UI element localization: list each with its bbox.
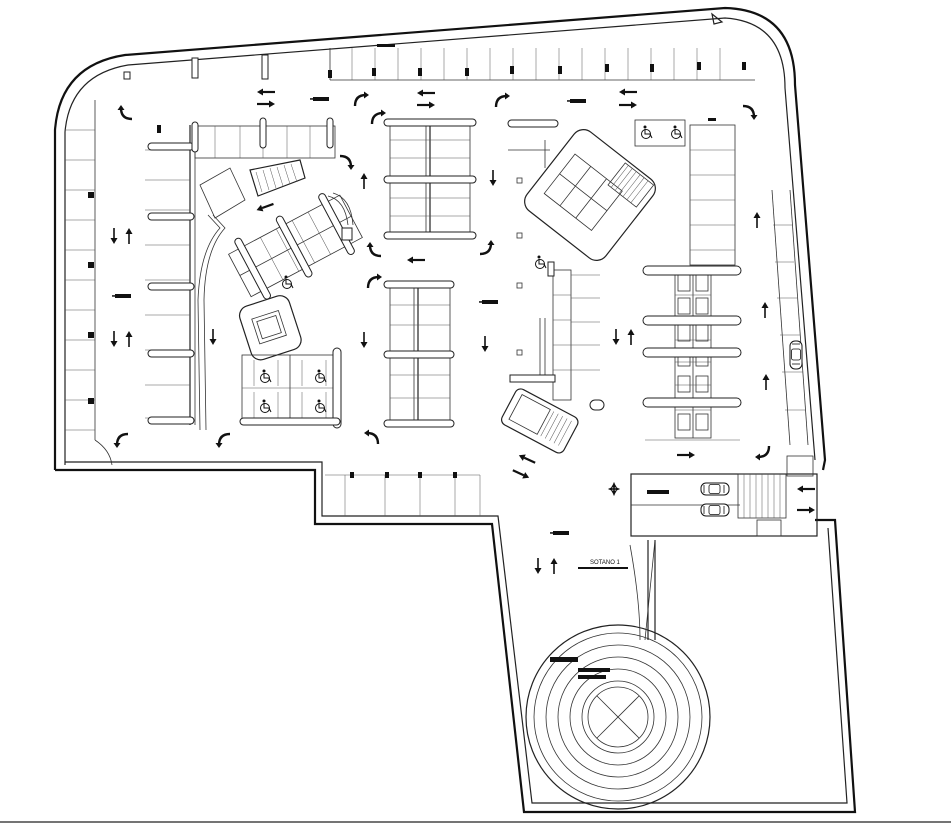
east-center-parking [509, 255, 605, 411]
labels [112, 44, 586, 535]
west-island [145, 125, 196, 425]
angled-parking [228, 193, 363, 300]
helical-ramp [525, 539, 711, 810]
north-parking-row [123, 48, 755, 81]
stair-core-south [500, 388, 579, 454]
west-parking-column [65, 100, 113, 466]
northeast-parking [634, 118, 736, 266]
traffic-arrows [109, 87, 817, 575]
east-island [642, 265, 742, 441]
north-bay-block [191, 117, 336, 159]
stair-block [197, 159, 306, 431]
center-island-north [383, 118, 477, 240]
south-parking-row [325, 472, 481, 516]
entry-ramp [607, 455, 818, 537]
level-label: SOTANO 1 [590, 560, 621, 566]
columns [516, 177, 523, 356]
plan-title: SOTANO 1 [578, 560, 628, 569]
directional-sign [607, 481, 621, 497]
center-island-south [383, 280, 455, 428]
elevator-core-left [238, 295, 302, 361]
outer-wall [0, 6, 951, 823]
elevator-core-east [524, 129, 656, 261]
east-wall-parking [771, 189, 809, 446]
accessible-parking-block [239, 275, 342, 429]
